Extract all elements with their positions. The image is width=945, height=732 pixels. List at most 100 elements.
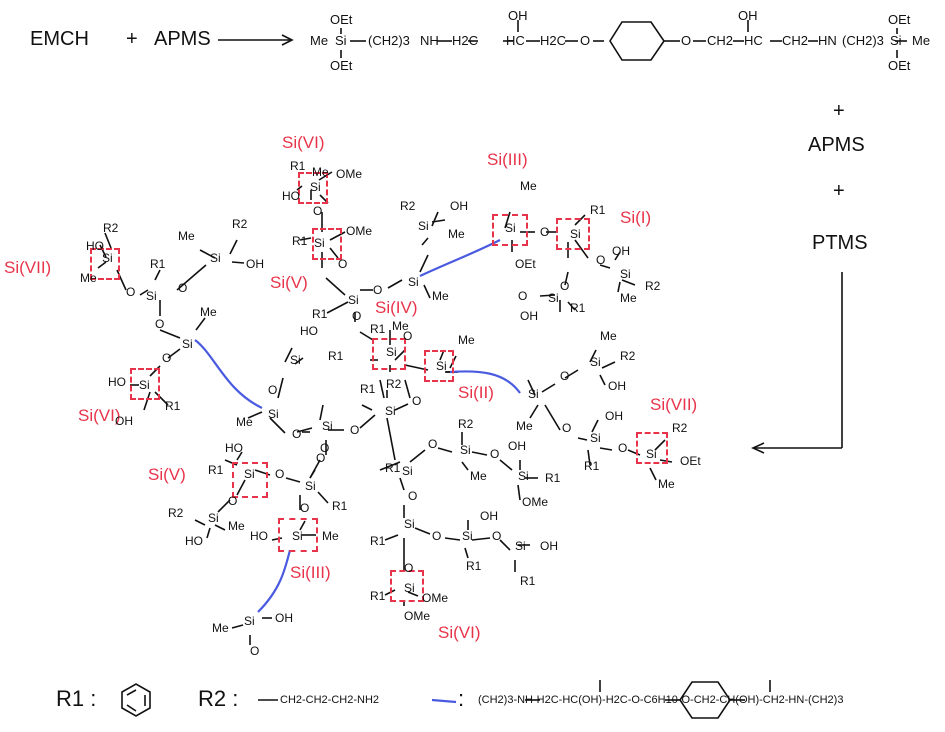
atom-glyph: OH [540,539,558,553]
atom-glyph: Si [590,355,601,369]
hc-2: HC [744,33,763,48]
atom-glyph: Si [402,464,413,478]
atom-glyph: Si [515,539,526,553]
atom-glyph: Me [228,519,245,533]
atom-glyph: O [162,351,171,365]
atom-glyph: OMe [404,609,430,623]
reactant-apms: APMS [154,28,211,50]
atom-glyph: HO [185,534,203,548]
atom-glyph: R1 [370,322,386,336]
si-site-box-vii-right [636,432,668,464]
atom-glyph: O [560,279,569,293]
benzene-ring [121,683,151,717]
atom-glyph: Me [470,469,487,483]
atom-glyph: Si [460,443,471,457]
step-reagent-apms: APMS [808,134,865,156]
atom-glyph: R1 [370,534,386,548]
atom-glyph: OMe [522,495,548,509]
atom-glyph: O [596,253,605,267]
atom-glyph: O [178,281,187,295]
si-site-box-vii-left [90,248,120,280]
si-left: Si [335,33,347,48]
atom-glyph: Me [392,319,409,333]
atom-glyph: R1 [570,301,586,315]
atom-glyph: R2 [103,221,119,235]
cyclohexane-ring-top [609,21,665,61]
atom-glyph: OH [480,509,498,523]
atom-glyph: O [228,494,237,508]
atom-glyph: O [292,427,301,441]
atom-glyph: O [320,441,329,455]
site-label-si-iv: Si(IV) [375,298,418,317]
legend-r2-label: R2 : [198,686,239,711]
atom-glyph: R1 [332,499,348,513]
atom-glyph: O [562,421,571,435]
atom-glyph: Si [208,511,219,525]
ch2-4: CH2 [782,33,809,48]
oet-top-left: OEt [330,12,353,27]
atom-glyph: HO [108,375,126,389]
site-label-si-vi-bottom: Si(VI) [438,623,481,642]
atom-glyph: OEt [515,257,536,271]
atom-glyph: O [126,285,135,299]
atom-glyph: O [428,437,437,451]
atom-glyph: Si [570,227,581,241]
atom-glyph: Si [408,275,419,289]
site-label-si-iii-top: Si(III) [487,150,528,169]
si-site-box-iii-top [492,214,528,246]
legend-linker-formula: (CH2)3-NH-H2C-HC(OH)-H2C-O-C6H10-O-CH2-C… [478,694,844,706]
si-site-box-vi-top [298,172,328,204]
atom-glyph: R1 [466,559,482,573]
atom-glyph: Si [290,353,301,367]
atom-glyph: R2 [620,349,636,363]
atom-glyph: Me [448,227,465,241]
si-site-box-iv [372,338,406,370]
si-site-box-v-upper [312,228,342,260]
site-label-si-iii-lower: Si(III) [290,563,331,582]
si-right: Si [890,33,902,48]
atom-glyph: Si [292,529,303,543]
step-plus-2: + [833,180,845,202]
atom-glyph: R1 [370,589,386,603]
atom-glyph: R1 [292,234,308,248]
atom-glyph: OMe [336,167,362,181]
linker-curve-4 [257,549,292,613]
atom-glyph: R2 [458,417,474,431]
atom-glyph: Si [404,517,415,531]
nh-right: HN [818,33,837,48]
atom-glyph: Si [436,359,447,373]
chain-right: (CH2)3 [842,33,884,48]
h2c-2: H2C [540,33,567,48]
atom-glyph: Si [620,267,631,281]
atom-glyph: Si [268,407,279,421]
atom-glyph: R1 [150,257,166,271]
atom-glyph: R2 [400,199,416,213]
atom-glyph: OH [450,199,468,213]
atom-glyph: Si [505,221,516,235]
site-label-si-i: Si(I) [620,208,652,227]
atom-glyph: Me [212,621,229,635]
me-left: Me [310,33,329,48]
atom-glyph: OMe [422,591,448,605]
atom-glyph: R2 [386,377,402,391]
oh-1: OH [508,8,528,23]
step-plus-1: + [833,100,845,122]
atom-glyph: Me [200,305,217,319]
atom-glyph: OEt [680,454,701,468]
atom-glyph: R1 [312,307,328,321]
atom-glyph: Me [620,291,637,305]
atom-glyph: Si [548,291,559,305]
site-label-si-vii-right: Si(VII) [650,395,698,414]
atom-glyph: Si [418,219,429,233]
reaction-arrow-head [281,34,294,46]
site-label-si-vii-left: Si(VII) [4,258,52,277]
hc-1: HC [506,33,525,48]
atom-glyph: Me [236,415,253,429]
atom-glyph: HO [225,441,243,455]
atom-glyph: Si [646,447,657,461]
atom-glyph: Me [458,333,475,347]
atom-glyph: Si [310,180,321,194]
atom-glyph: Si [244,467,255,481]
step-reagent-ptms: PTMS [812,232,868,254]
